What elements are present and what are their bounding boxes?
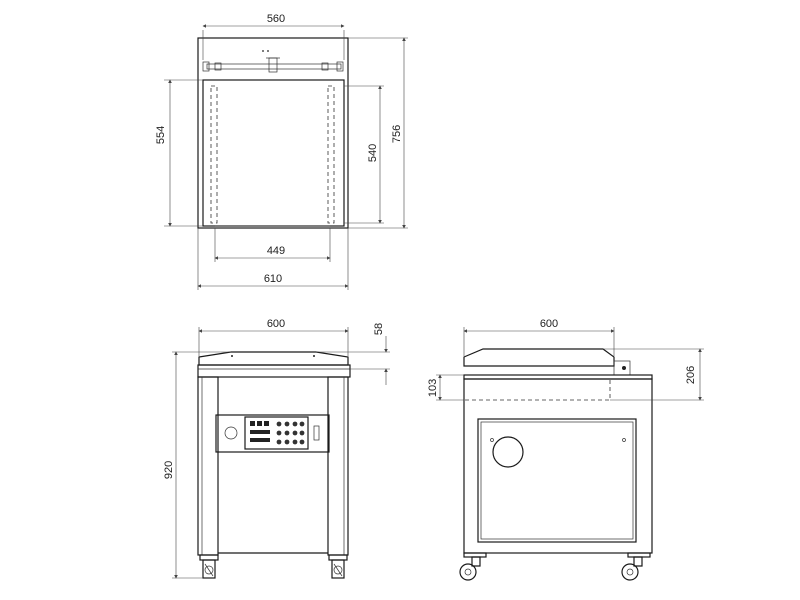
- dim-58-label: 58: [373, 323, 385, 335]
- top-hinge-bar: [206, 63, 342, 70]
- dim-756-label: 756: [391, 125, 403, 143]
- dim-554-label: 554: [155, 126, 167, 144]
- side-view: 600 103 206: [427, 318, 704, 581]
- top-view: 560 554 540 756 449 610: [155, 13, 408, 290]
- top-hinge-right: [336, 61, 344, 72]
- dim-540-label: 540: [367, 144, 379, 162]
- dim-206-label: 206: [685, 366, 697, 384]
- side-caster-left: [459, 552, 487, 581]
- side-hidden-chamber: [463, 378, 611, 401]
- dim-600-front-label: 600: [267, 318, 285, 330]
- top-hinge-clip-right: [321, 62, 329, 71]
- top-hidden-bar-left: [210, 85, 218, 224]
- top-hinge-clip-left: [214, 62, 222, 71]
- front-caster-right: [328, 554, 348, 579]
- top-chamber-outline: [202, 79, 345, 227]
- side-lid: [463, 348, 615, 367]
- front-view: 600 58 920: [163, 318, 390, 579]
- dim-560-label: 560: [267, 13, 285, 25]
- top-center-handle: [268, 57, 278, 73]
- dim-103-label: 103: [427, 379, 439, 397]
- dim-449-label: 449: [267, 245, 285, 257]
- front-caster-left: [199, 554, 219, 579]
- front-switch: [313, 425, 320, 441]
- front-leg-right: [327, 376, 349, 556]
- front-leg-left: [197, 376, 219, 556]
- side-access-panel: [477, 418, 637, 543]
- dim-600-side-label: 600: [540, 318, 558, 330]
- side-caster-right: [621, 552, 651, 581]
- front-chamber-rim: [197, 364, 351, 378]
- side-body: [463, 378, 653, 554]
- top-hidden-bar-right: [327, 85, 335, 224]
- dim-920-label: 920: [163, 461, 175, 479]
- front-lid: [198, 351, 349, 366]
- side-chamber-rim: [463, 374, 653, 380]
- top-hinge-left: [202, 61, 210, 72]
- front-control-panel: [244, 416, 309, 450]
- side-round-port: [492, 436, 524, 468]
- dim-610-label: 610: [264, 273, 282, 285]
- front-control-housing: [215, 414, 330, 453]
- front-vacuum-gauge: [224, 426, 238, 440]
- top-lid-outline: [197, 37, 349, 229]
